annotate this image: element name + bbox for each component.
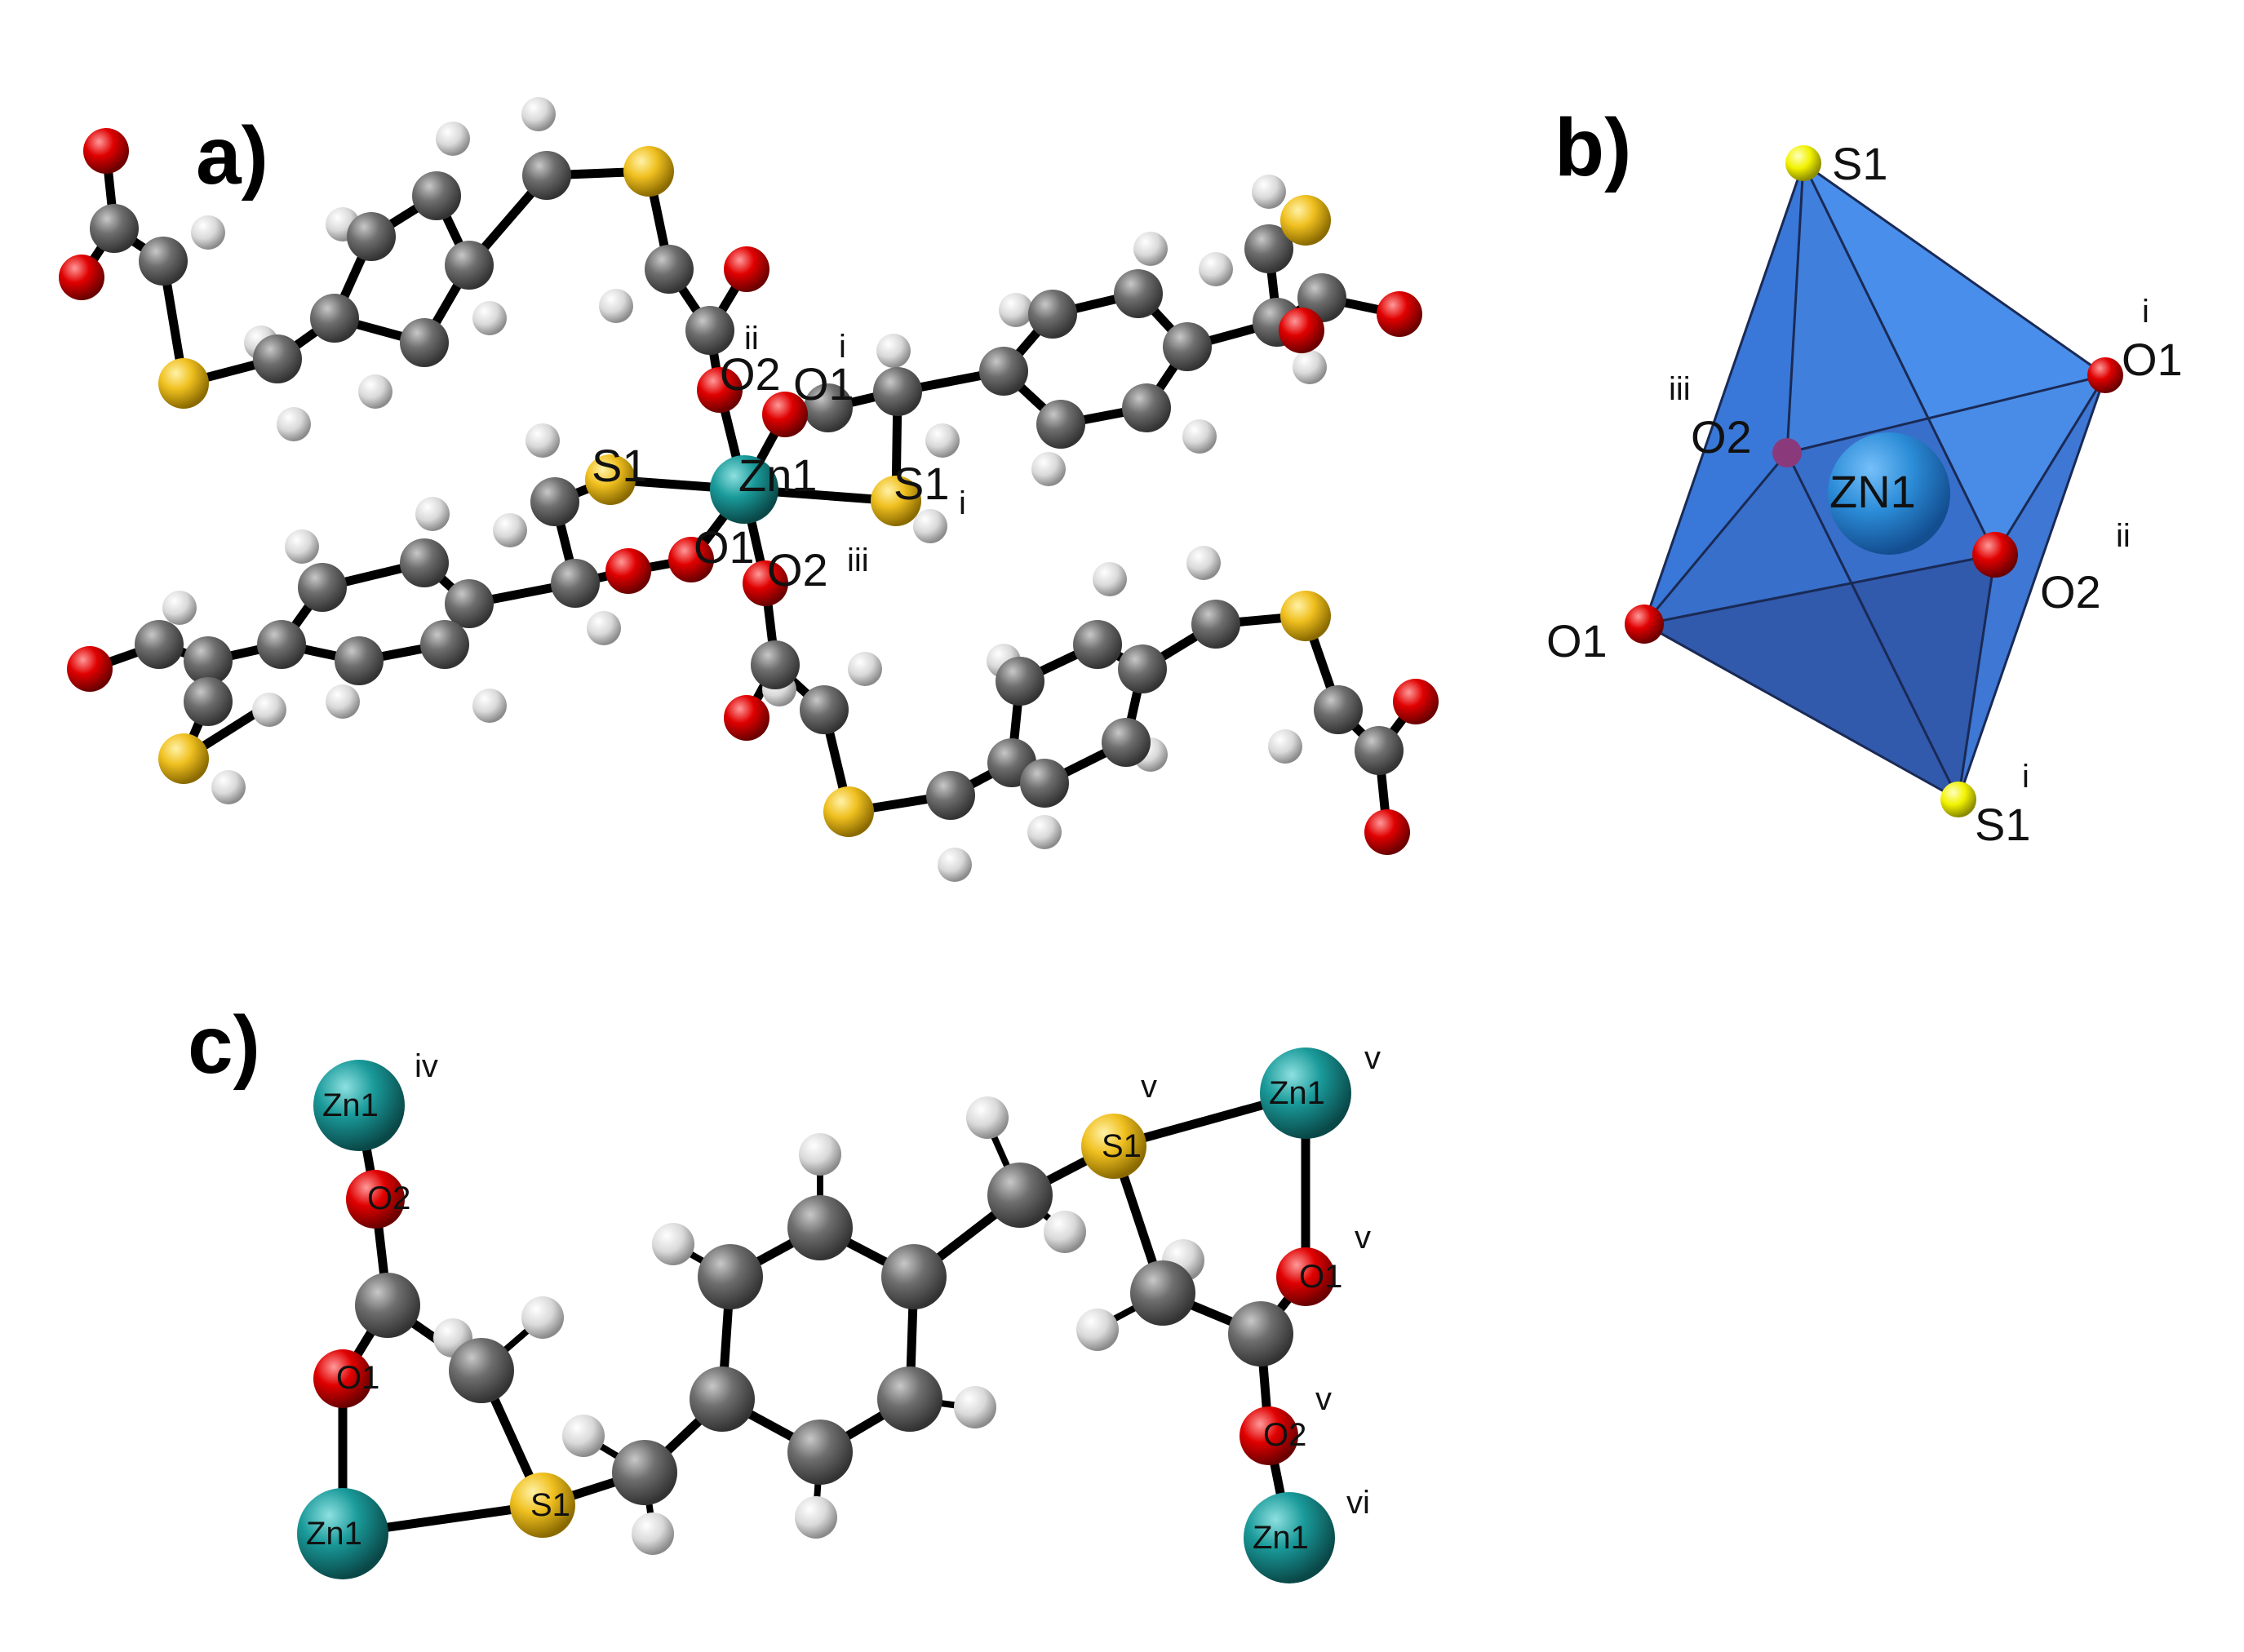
zinc-center-atom (1828, 432, 1950, 555)
panel-a-atoms (59, 97, 1439, 882)
label-b-s1i-sup: i (2022, 759, 2029, 795)
label-s1i-sup: i (959, 485, 966, 521)
panel-c: c) (188, 999, 1381, 1583)
label-c-o1v-sup: v (1355, 1220, 1371, 1256)
label-c-zn1: Zn1 (306, 1516, 362, 1552)
panel-c-labels: Zn1 iv O2 O1 Zn1 S1 S1 v Zn1 v O1 v O2 v… (306, 1040, 1381, 1556)
label-b-o1i-sup: i (2142, 294, 2149, 330)
panel-c-atoms (297, 1047, 1351, 1583)
label-c-zn1v-sup: v (1364, 1040, 1381, 1076)
panel-b-labels: S1 O1 i O2 iii ZN1 O2 ii O1 S1 i (1546, 138, 2183, 850)
label-b-o2iii: O2 (1691, 411, 1752, 463)
vertex-s1i (1940, 782, 1976, 817)
oxygen-atoms (59, 128, 1439, 855)
label-c-o1v: O1 (1299, 1259, 1342, 1295)
label-b-o1i: O1 (2122, 334, 2183, 385)
panel-c-label: c) (188, 999, 260, 1091)
sulfur-atoms-c (510, 1114, 1146, 1538)
vertex-o1 (1625, 605, 1664, 644)
label-b-o1: O1 (1546, 615, 1608, 667)
zinc-atoms-c (297, 1047, 1351, 1583)
label-o2iii: O2 (767, 544, 828, 596)
vertex-o2iii (1772, 438, 1802, 467)
label-c-o2: O2 (367, 1180, 410, 1216)
vertex-s1 (1785, 145, 1821, 181)
panel-b-label: b) (1554, 102, 1631, 193)
hydrogen-atoms-c (433, 1096, 1204, 1555)
label-c-o2v-sup: v (1315, 1381, 1332, 1417)
panel-a-label: a) (196, 110, 268, 202)
label-o2ii-sup: ii (744, 321, 759, 357)
label-c-s1v-sup: v (1141, 1069, 1157, 1105)
label-o1: O1 (694, 521, 755, 573)
label-b-o2ii: O2 (2040, 566, 2101, 618)
label-c-s1v: S1 (1102, 1128, 1142, 1164)
vertex-o1i (2087, 357, 2123, 393)
label-c-s1: S1 (530, 1487, 570, 1523)
sulfur-atoms (158, 146, 1331, 837)
label-b-o2ii-sup: ii (2116, 518, 2131, 554)
panel-b: b) (1546, 102, 2183, 850)
vertex-o2ii (1972, 532, 2018, 578)
label-c-zn1iv-sup: iv (415, 1048, 438, 1084)
label-b-s1: S1 (1832, 138, 1888, 189)
panel-a: a) (59, 97, 1439, 882)
hydrogen-atoms (162, 97, 1327, 882)
label-c-zn1iv: Zn1 (322, 1087, 379, 1123)
carbon-atoms-c (355, 1163, 1293, 1505)
label-zn1: Zn1 (738, 450, 818, 501)
label-o2ii: O2 (720, 348, 781, 400)
label-s1i: S1 (894, 458, 950, 509)
zinc-atom-zn1 (710, 455, 778, 524)
oxygen-atoms-c (313, 1170, 1335, 1465)
label-s1: S1 (592, 440, 648, 491)
label-o2iii-sup: iii (847, 543, 869, 578)
label-c-o2v: O2 (1263, 1417, 1306, 1453)
label-b-s1i: S1 (1975, 799, 2031, 850)
carbon-atoms (90, 151, 1404, 820)
label-c-zn1vi-sup: vi (1346, 1485, 1370, 1521)
label-b-o2iii-sup: iii (1669, 371, 1691, 407)
label-b-zn1: ZN1 (1829, 466, 1916, 517)
panel-a-labels: Zn1 S1 S1 i O2 ii O1 i O1 O2 iii (592, 321, 966, 596)
label-c-zn1vi: Zn1 (1253, 1520, 1309, 1556)
label-o1i-sup: i (839, 329, 846, 365)
label-c-zn1v: Zn1 (1269, 1075, 1325, 1111)
label-o1i: O1 (793, 358, 854, 410)
label-c-o1: O1 (336, 1360, 379, 1396)
